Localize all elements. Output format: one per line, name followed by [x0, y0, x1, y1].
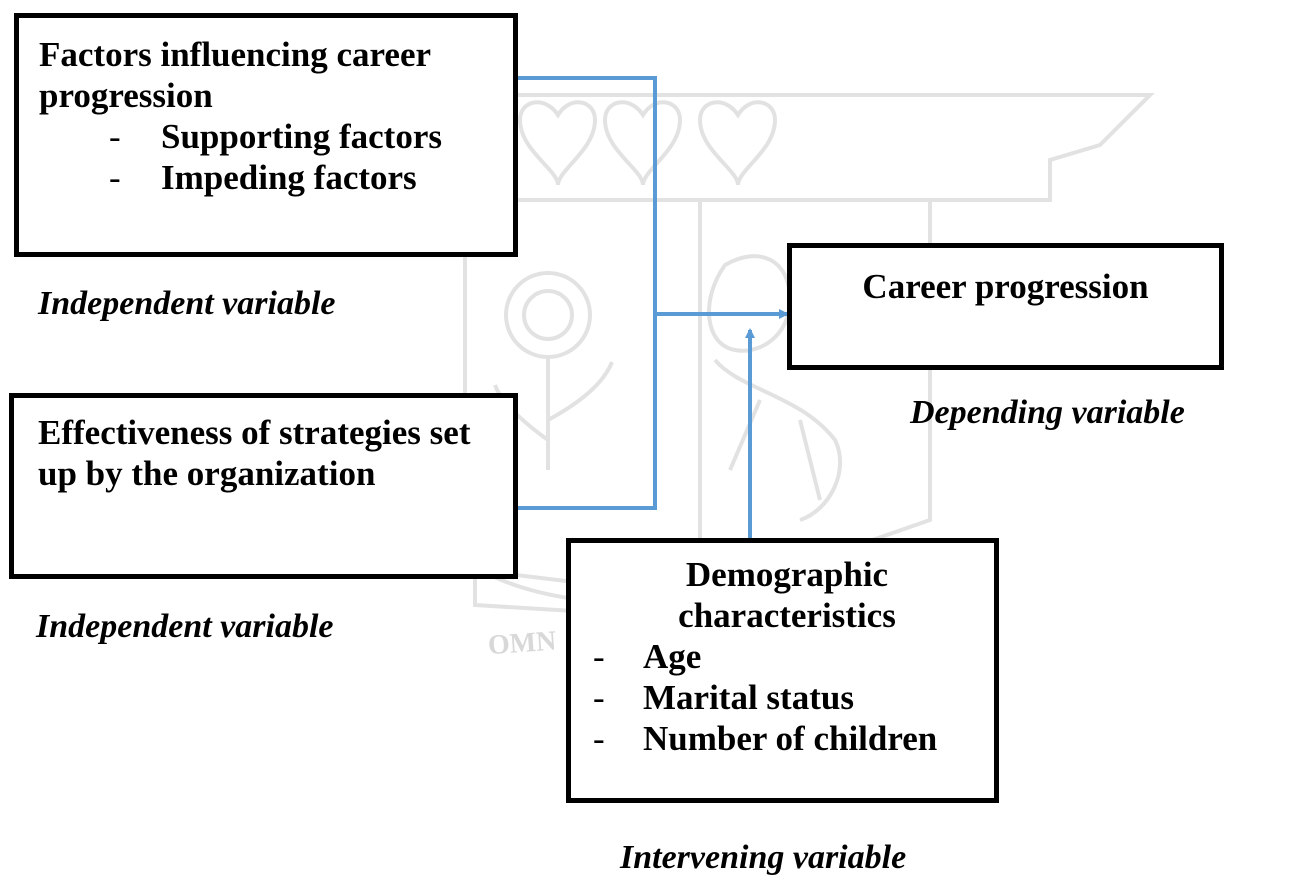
demographic-item-children: -Number of children — [593, 719, 938, 758]
connector-factors — [516, 76, 657, 314]
factors-item-impeding: -Impeding factors — [109, 158, 417, 197]
career-title: Career progression — [862, 267, 1149, 306]
demographic-box: Demographic characteristics -Age -Marita… — [566, 538, 999, 803]
demographic-item-marital: -Marital status — [593, 678, 854, 717]
connector-strategies — [516, 314, 657, 510]
strategies-title: Effectiveness of strategies set up by th… — [38, 413, 471, 493]
demographic-caption: Intervening variable — [620, 839, 907, 876]
factors-title: Factors influencing career progression — [39, 35, 431, 115]
demographic-item-age: -Age — [593, 637, 702, 676]
demographic-title: Demographic characteristics — [678, 555, 896, 635]
strategies-box: Effectiveness of strategies set up by th… — [9, 393, 518, 579]
factors-list: -Supporting factors -Impeding factors — [39, 116, 493, 198]
watermark-motto: OMN — [487, 625, 557, 661]
strategies-caption: Independent variable — [36, 608, 334, 645]
career-caption: Depending variable — [910, 394, 1185, 431]
career-box: Career progression — [787, 243, 1224, 370]
factors-box: Factors influencing career progression -… — [14, 13, 518, 257]
demographic-list: -Age -Marital status -Number of children — [571, 636, 994, 759]
factors-item-supporting: -Supporting factors — [109, 117, 442, 156]
factors-caption: Independent variable — [38, 285, 336, 322]
